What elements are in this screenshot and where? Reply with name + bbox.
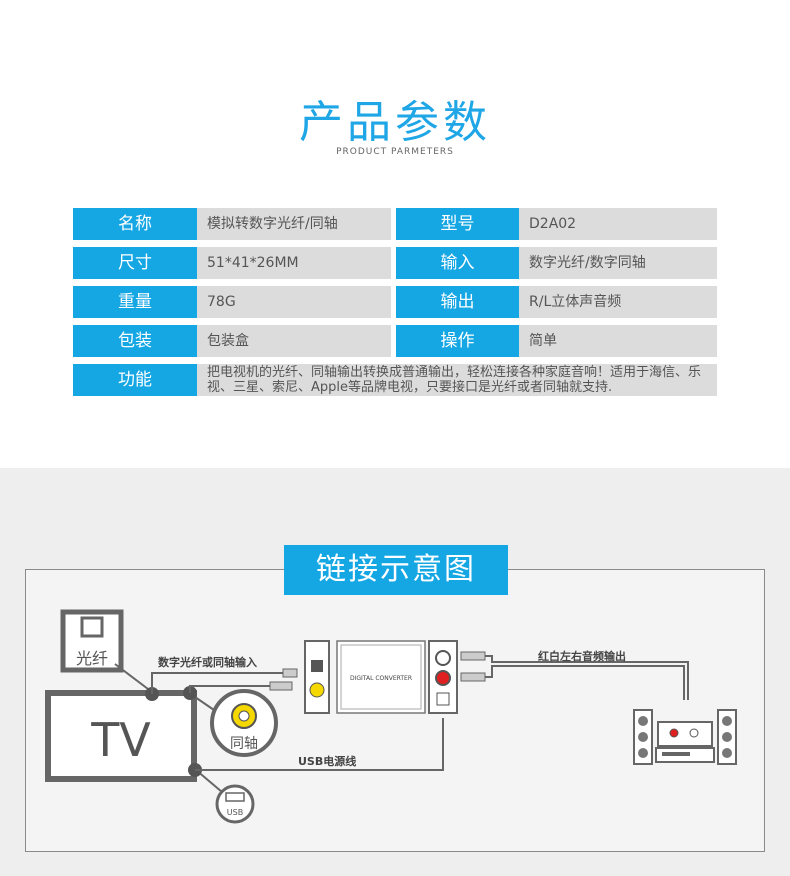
tv-box — [45, 690, 197, 782]
param-value: 51*41*26MM — [197, 247, 391, 279]
usb-label: USB — [227, 808, 243, 817]
converter-label: DIGITAL CONVERTER — [350, 675, 412, 682]
home-audio-system-icon — [633, 709, 737, 765]
param-value: 包装盒 — [197, 325, 391, 357]
param-value: 简单 — [519, 325, 717, 357]
param-row-2: 尺寸 51*41*26MM 输入 数字光纤/数字同轴 — [73, 247, 717, 279]
param-value: 模拟转数字光纤/同轴 — [197, 208, 391, 240]
coax-label: 同轴 — [230, 736, 258, 752]
param-key-function: 功能 — [73, 364, 197, 396]
diagram-banner: 链接示意图 — [284, 545, 508, 595]
input-label: 数字光纤或同轴输入 — [158, 655, 257, 669]
param-value: R/L立体声音频 — [519, 286, 717, 318]
optical-icon — [60, 609, 124, 673]
converter-body — [336, 640, 426, 714]
param-key: 包装 — [73, 325, 197, 357]
param-key: 输出 — [396, 286, 519, 318]
param-row-function: 功能 把电视机的光纤、同轴输出转换成普通输出，轻松连接各种家庭音响！适用于海信、… — [73, 364, 717, 396]
converter-input-panel — [304, 640, 330, 714]
param-key: 名称 — [73, 208, 197, 240]
param-value: 78G — [197, 286, 391, 318]
optical-label: 光纤 — [76, 649, 108, 668]
tv-label: TV — [90, 713, 151, 767]
usb-power-label: USB电源线 — [298, 754, 356, 768]
param-key: 操作 — [396, 325, 519, 357]
param-key: 尺寸 — [73, 247, 197, 279]
param-value-function: 把电视机的光纤、同轴输出转换成普通输出，轻松连接各种家庭音响！适用于海信、乐视、… — [197, 364, 717, 396]
param-key: 输入 — [396, 247, 519, 279]
param-key: 重量 — [73, 286, 197, 318]
page-title: 产品参数 — [299, 97, 491, 148]
param-value: D2A02 — [519, 208, 717, 240]
param-value: 数字光纤/数字同轴 — [519, 247, 717, 279]
param-row-3: 重量 78G 输出 R/L立体声音频 — [73, 286, 717, 318]
page-subtitle: PRODUCT PARMETERS — [336, 147, 454, 157]
param-row-1: 名称 模拟转数字光纤/同轴 型号 D2A02 — [73, 208, 717, 240]
param-key: 型号 — [396, 208, 519, 240]
output-label: 红白左右音频输出 — [538, 649, 626, 663]
optical-port-icon — [80, 616, 104, 638]
param-row-4: 包装 包装盒 操作 简单 — [73, 325, 717, 357]
